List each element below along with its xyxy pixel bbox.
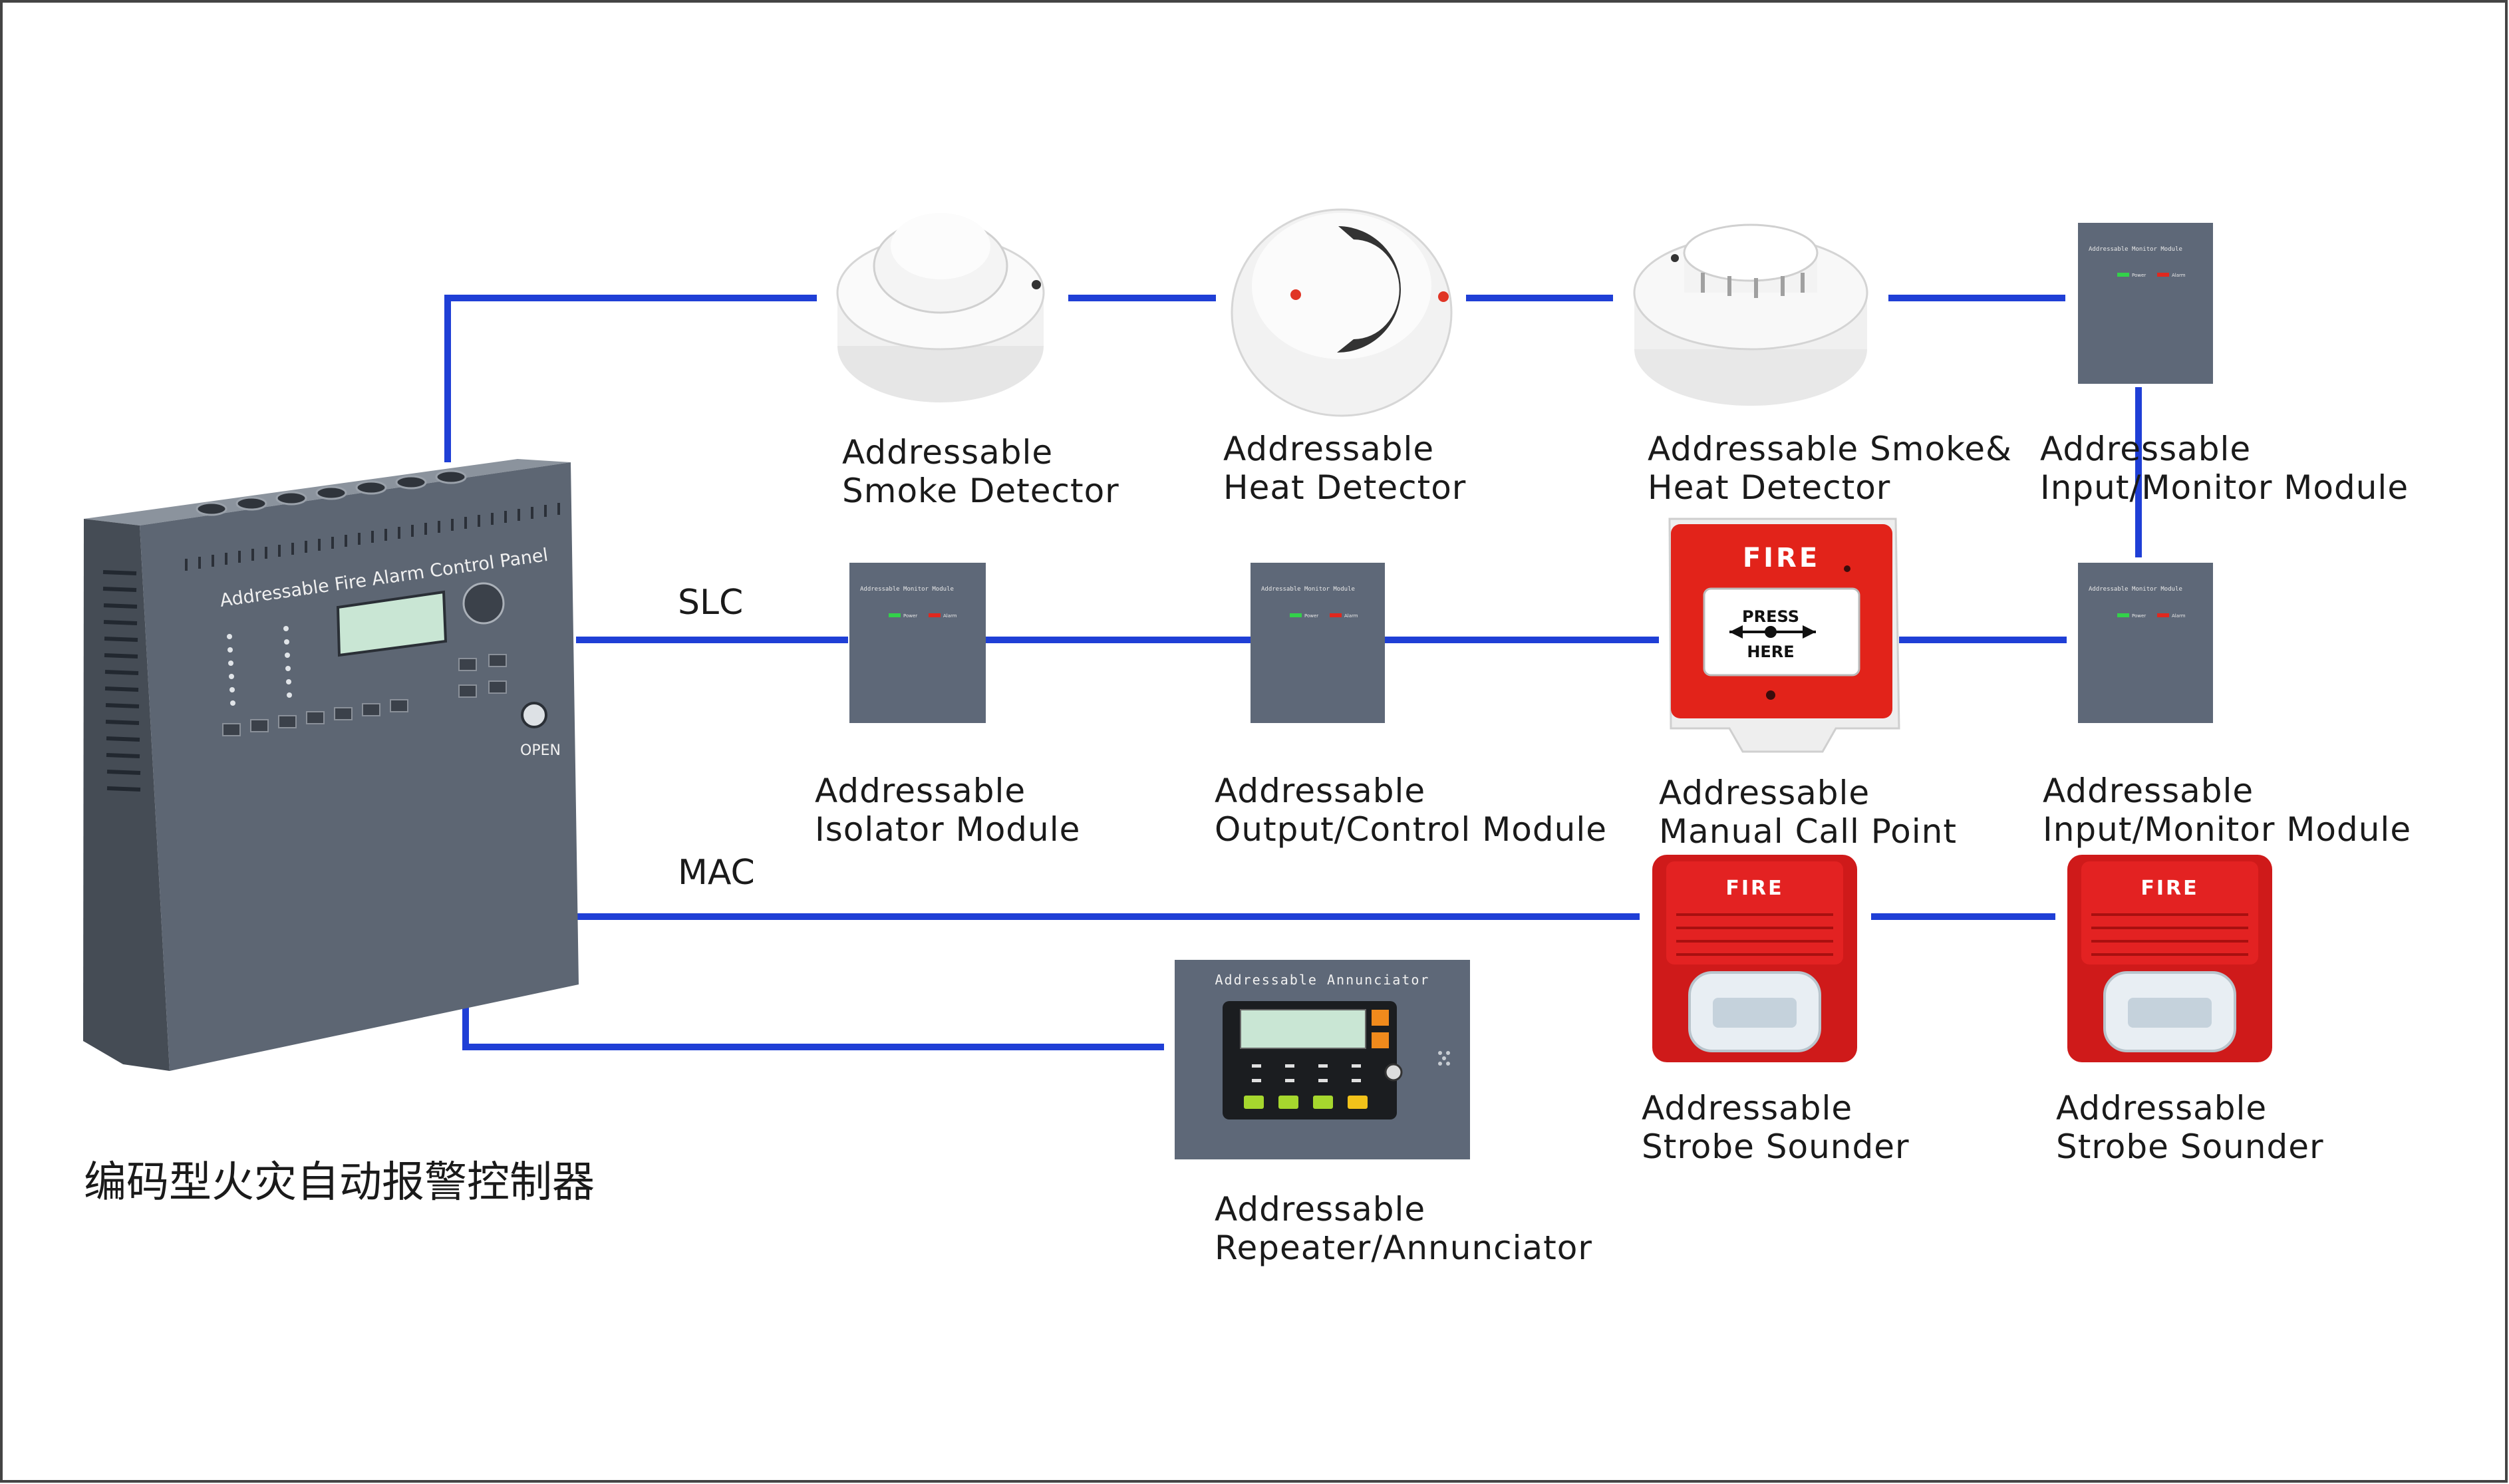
isolator-module-label-line1: Addressable [815, 772, 1026, 810]
input-monitor-module-mid: Addressable Monitor Module Power Alarm [2078, 563, 2213, 723]
input-module-top-face-title: Addressable Monitor Module [2089, 246, 2182, 253]
strobe-sounder-1-label: Addressable Strobe Sounder [1642, 1089, 1910, 1166]
isolator-module-label-line2: Isolator Module [815, 810, 1081, 849]
output-face-title: Addressable Monitor Module [1261, 586, 1355, 593]
isolator-module-label: Addressable Isolator Module [815, 772, 1080, 849]
panel-display [336, 590, 448, 657]
smoke-heat-detector-label: Addressable Smoke& Heat Detector [1648, 430, 2012, 507]
panel-vents [102, 570, 141, 792]
smoke-detector-label-line2: Smoke Detector [842, 472, 1119, 510]
panel-caption: 编码型火灾自动报警控制器 [84, 1158, 595, 1207]
wire-top-loop [444, 295, 817, 462]
smoke-heat-detector-label-line2: Heat Detector [1648, 468, 1891, 507]
input-module-top-label: Addressable Input/Monitor Module [2040, 430, 2409, 507]
slc-bus-label: SLC [678, 583, 744, 623]
input-module-mid-label-line1: Addressable [2043, 772, 2254, 810]
input-module-mid-led2: Alarm [2172, 613, 2186, 619]
smoke-detector-label-line1: Addressable [842, 433, 1054, 472]
call-point-label-line1: Addressable [1659, 774, 1870, 812]
isolator-led1: Power [903, 613, 917, 619]
input-module-mid-led1: Power [2132, 613, 2146, 619]
panel-open-label: OPEN [520, 742, 561, 759]
strobe-sounder-1-label-line2: Strobe Sounder [1642, 1127, 1910, 1166]
strobe-sounder-2: FIRE [2067, 855, 2272, 1062]
wire-annunciator [462, 1004, 1164, 1050]
heat-detector-label: Addressable Heat Detector [1223, 430, 1466, 507]
strobe-sounder-1: FIRE [1652, 855, 1857, 1062]
input-module-top-led1: Power [2132, 273, 2146, 278]
annunciator-face-title: Addressable Annunciator [1215, 972, 1430, 988]
input-module-mid-label: Addressable Input/Monitor Module [2043, 772, 2411, 849]
output-led2: Alarm [1344, 613, 1358, 619]
annunciator-label: Addressable Repeater/Annunciator [1215, 1190, 1592, 1267]
annunciator-label-line2: Repeater/Annunciator [1215, 1229, 1592, 1267]
mac-bus-label: MAC [678, 853, 755, 893]
smoke-heat-detector [1633, 223, 1868, 406]
smoke-detector [836, 213, 1045, 402]
panel-leds [227, 626, 292, 706]
smoke-heat-detector-label-line1: Addressable Smoke& [1648, 430, 2013, 468]
isolator-face-title: Addressable Monitor Module [860, 586, 954, 593]
heat-detector [1231, 208, 1453, 417]
output-led1: Power [1304, 613, 1318, 619]
heat-detector-label-line1: Addressable [1223, 430, 1435, 468]
panel-nav-keypad [462, 582, 505, 625]
heat-detector-label-line2: Heat Detector [1223, 468, 1467, 507]
strobe-sounder-2-label: Addressable Strobe Sounder [2056, 1089, 2324, 1166]
call-point-face-title: FIRE [1743, 543, 1820, 573]
output-control-module: Addressable Monitor Module Power Alarm [1251, 563, 1385, 723]
wires [444, 295, 2142, 1050]
output-module-label: Addressable Output/Control Module [1215, 772, 1607, 849]
repeater-annunciator: Addressable Annunciator [1175, 960, 1470, 1159]
panel-top-vents [185, 503, 560, 571]
strobe-sounder-1-label-line1: Addressable [1642, 1089, 1853, 1127]
manual-call-point: FIRE PRESS HERE [1668, 518, 1900, 753]
smoke-detector-label: Addressable Smoke Detector [842, 433, 1119, 510]
output-module-label-line2: Output/Control Module [1215, 810, 1607, 849]
call-point-press: PRESS [1742, 607, 1799, 626]
input-monitor-module-top: Addressable Monitor Module Power Alarm [2078, 223, 2213, 384]
strobe-sounder-2-label-line2: Strobe Sounder [2056, 1127, 2324, 1166]
call-point-label-line2: Manual Call Point [1659, 812, 1957, 851]
input-module-top-label-line2: Input/Monitor Module [2040, 468, 2409, 507]
isolator-module: Addressable Monitor Module Power Alarm [849, 563, 986, 723]
panel-buttons [222, 654, 507, 736]
input-module-mid-label-line2: Input/Monitor Module [2043, 810, 2412, 849]
input-module-mid-face-title: Addressable Monitor Module [2089, 586, 2182, 593]
isolator-led2: Alarm [943, 613, 957, 619]
input-module-top-label-line1: Addressable [2040, 430, 2252, 468]
input-module-top-led2: Alarm [2172, 273, 2186, 278]
call-point-here: HERE [1747, 643, 1794, 661]
control-panel: Addressable Fire Alarm Control Panel OPE… [83, 459, 579, 1071]
annunciator-label-line1: Addressable [1215, 1190, 1426, 1229]
strobe-sounder-1-face-title: FIRE [1725, 877, 1783, 900]
panel-key-lock [521, 702, 547, 728]
call-point-label: Addressable Manual Call Point [1659, 774, 1957, 851]
panel-knockouts [196, 470, 467, 516]
strobe-sounder-2-face-title: FIRE [2140, 877, 2198, 900]
strobe-sounder-2-label-line1: Addressable [2056, 1089, 2268, 1127]
output-module-label-line1: Addressable [1215, 772, 1426, 810]
